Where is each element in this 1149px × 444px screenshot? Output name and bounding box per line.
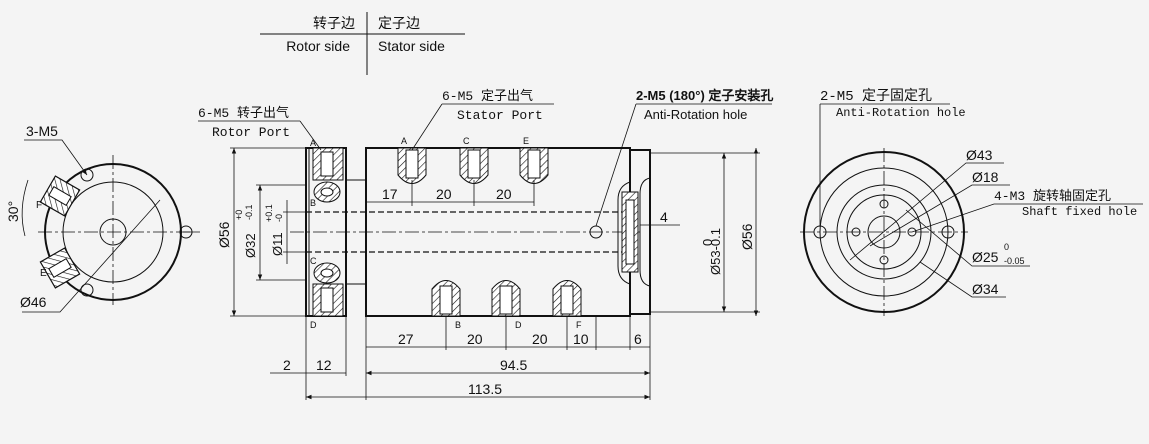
- dim-d25: Ø25: [972, 249, 999, 265]
- dim-top-20a: 20: [436, 186, 452, 202]
- stator-port-f: F: [576, 320, 582, 330]
- dim-top-17: 17: [382, 186, 398, 202]
- legend-rotor-cn: 转子边: [313, 15, 355, 31]
- dim-d11-tol-dn: -0: [274, 214, 284, 222]
- dim-bot-10: 10: [573, 331, 589, 347]
- holes-3m5-label: 3-M5: [26, 123, 58, 139]
- dim-d56-right: Ø56: [739, 223, 755, 250]
- right-end-view: 2-M5 定子固定孔 Anti-Rotation hole Ø43 Ø18 4-…: [800, 88, 1143, 316]
- anti-rotation-en: Anti-Rotation hole: [644, 107, 747, 122]
- dim-d32: Ø32: [243, 233, 258, 258]
- left-end-view: F E 3-M5 30° Ø46: [5, 123, 200, 313]
- legend-stator-cn: 定子边: [378, 15, 420, 31]
- stator-top-ports: A C E: [397, 136, 549, 184]
- dim-d25-tol-dn: -0.05: [1004, 256, 1025, 266]
- dim-d34: Ø34: [972, 281, 999, 297]
- dia-46-label: Ø46: [20, 294, 47, 310]
- dim-bot-27: 27: [398, 331, 414, 347]
- rotor-port-a: A: [310, 138, 316, 148]
- rotor-port-cn: 6-M5 转子出气: [198, 105, 289, 121]
- stator-port-a: A: [401, 136, 407, 146]
- dim-len-1135: 113.5: [468, 381, 502, 397]
- dim-bot-20b: 20: [532, 331, 548, 347]
- legend-stator-en: Stator side: [378, 38, 445, 54]
- dim-d18: Ø18: [972, 169, 999, 185]
- stator-port-b: B: [455, 320, 461, 330]
- dim-bot-20a: 20: [467, 331, 483, 347]
- stator-port-cn: 6-M5 定子出气: [442, 88, 533, 104]
- stator-holes-en: Anti-Rotation hole: [836, 106, 966, 120]
- rotor-port-b: B: [310, 198, 316, 208]
- side-view: A B C D A C E: [198, 88, 773, 400]
- stator-port-e: E: [523, 136, 529, 146]
- rotor-port-d: D: [310, 320, 317, 330]
- stator-port-en: Stator Port: [457, 108, 543, 123]
- rotor-ports: A B C D: [310, 138, 344, 330]
- shaft-holes-cn: 4-M3 旋转轴固定孔: [994, 189, 1111, 204]
- anti-rotation-cn: 2-M5 (180°) 定子安装孔: [636, 88, 773, 103]
- dim-len-945: 94.5: [500, 357, 527, 373]
- port-f-label: F: [36, 200, 42, 211]
- dim-d11: Ø11: [270, 232, 285, 256]
- side-legend: 转子边 定子边 Rotor side Stator side: [260, 12, 465, 75]
- dim-bot-6: 6: [634, 331, 642, 347]
- dim-d32-tol-dn: -0.1: [244, 204, 254, 220]
- stator-bottom-ports: B D F: [431, 280, 582, 330]
- dim-d11-tol-up: +0.1: [264, 204, 274, 222]
- dim-four: 4: [660, 209, 668, 225]
- dim-twelve: 12: [316, 357, 332, 373]
- angle-30-label: 30°: [5, 201, 21, 222]
- dim-d53: Ø53-0.1: [708, 228, 723, 275]
- rotor-port-c: C: [310, 256, 317, 266]
- dim-two: 2: [283, 357, 291, 373]
- dim-d32-tol-up: +0: [234, 210, 244, 220]
- dim-top-20b: 20: [496, 186, 512, 202]
- stator-port-c: C: [463, 136, 470, 146]
- shaft-holes-en: Shaft fixed hole: [1022, 205, 1137, 219]
- stator-port-d: D: [515, 320, 522, 330]
- port-e-label: E: [40, 268, 47, 279]
- dim-d56-left: Ø56: [216, 221, 232, 248]
- dim-d53-top: 0: [700, 239, 715, 246]
- dim-d43: Ø43: [966, 147, 993, 163]
- dim-d25-tol-up: 0: [1004, 242, 1009, 252]
- rotor-port-en: Rotor Port: [212, 125, 290, 140]
- legend-rotor-en: Rotor side: [286, 38, 350, 54]
- stator-holes-cn: 2-M5 定子固定孔: [820, 88, 932, 105]
